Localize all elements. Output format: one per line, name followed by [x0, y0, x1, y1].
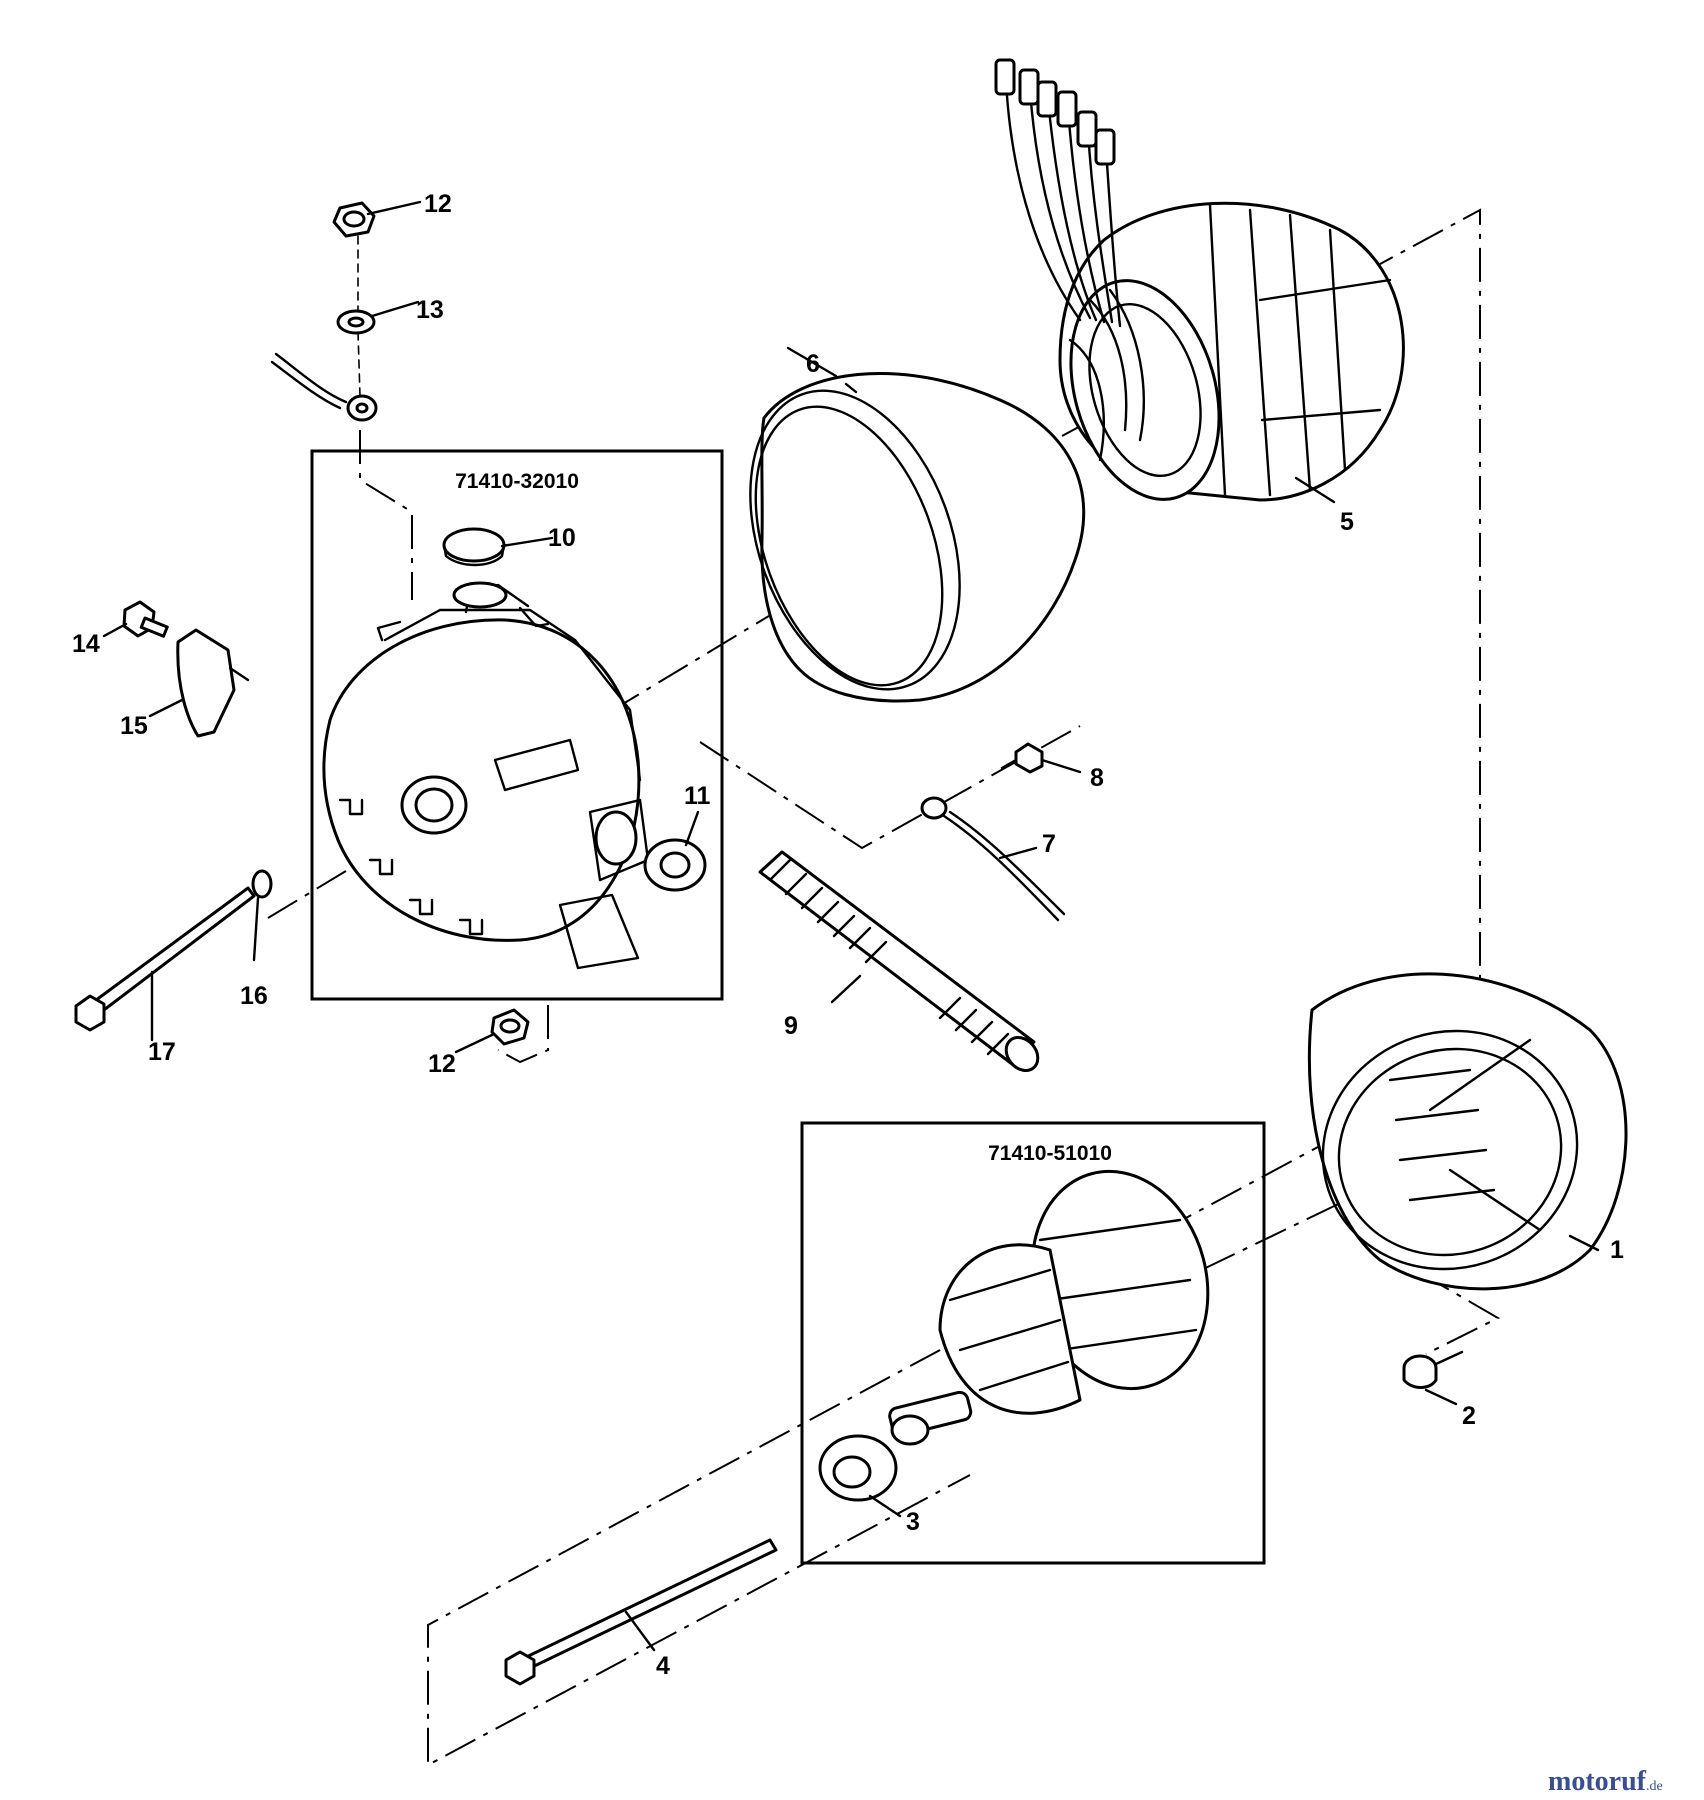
assembly-box-rotor: 71410-51010 — [800, 1121, 1266, 1565]
callout-9: 9 — [784, 1012, 798, 1040]
callout-12-top: 12 — [424, 190, 452, 218]
callout-3: 3 — [906, 1508, 920, 1536]
part-rotor-assembly — [888, 1169, 1210, 1446]
callout-17: 17 — [148, 1038, 176, 1066]
assembly-code: 71410-32010 — [455, 470, 579, 493]
callout-12-bottom: 12 — [428, 1050, 456, 1078]
watermark: motoruf.de — [1548, 1766, 1663, 1797]
part-stator — [994, 58, 1405, 504]
callout-2: 2 — [1462, 1402, 1476, 1430]
part-bearing — [818, 1434, 902, 1518]
part-terminal-bolt — [102, 600, 169, 638]
stator-lead-wires — [994, 58, 1122, 328]
part-rear-cover — [1307, 972, 1628, 1291]
part-washer — [336, 300, 420, 335]
part-ground-wire — [920, 796, 1066, 922]
part-cap — [442, 527, 554, 567]
part-clip — [148, 628, 250, 738]
assembly-code: 71410-51010 — [988, 1142, 1112, 1165]
callout-13: 13 — [416, 296, 444, 324]
callout-11: 11 — [684, 782, 711, 810]
part-nut-bottom — [454, 1008, 530, 1054]
part-rotor-shaft — [758, 850, 1040, 1072]
callout-1: 1 — [1610, 1236, 1624, 1264]
callout-6: 6 — [806, 350, 820, 378]
callout-labels: 1 2 3 4 5 6 7 8 9 10 11 12 13 14 15 16 1… — [72, 190, 1624, 1680]
part-grommet — [643, 810, 707, 892]
assembly-box-end-cover: 71410-32010 — [310, 449, 724, 1001]
callout-10: 10 — [548, 524, 576, 552]
svg-text:motoruf.de: motoruf.de — [1548, 1766, 1663, 1797]
callout-15: 15 — [120, 712, 148, 740]
watermark-suffix: .de — [1646, 1779, 1663, 1794]
callout-14: 14 — [72, 630, 100, 658]
part-long-bolt — [74, 886, 256, 1042]
part-screw-small — [1000, 742, 1082, 774]
callout-4: 4 — [656, 1652, 670, 1680]
callout-7: 7 — [1042, 830, 1056, 858]
part-tie-bolt — [504, 1538, 778, 1686]
part-ground-wire-terminal — [270, 235, 378, 422]
part-bolt-short — [1402, 1350, 1464, 1406]
callout-16: 16 — [240, 982, 268, 1010]
part-lock-washer — [251, 869, 273, 962]
part-nut-top — [332, 200, 422, 238]
part-end-cover — [322, 581, 650, 970]
part-band-cover — [749, 346, 1086, 703]
callout-5: 5 — [1340, 508, 1354, 536]
watermark-text: motoruf — [1548, 1766, 1647, 1797]
callout-8: 8 — [1090, 764, 1104, 792]
